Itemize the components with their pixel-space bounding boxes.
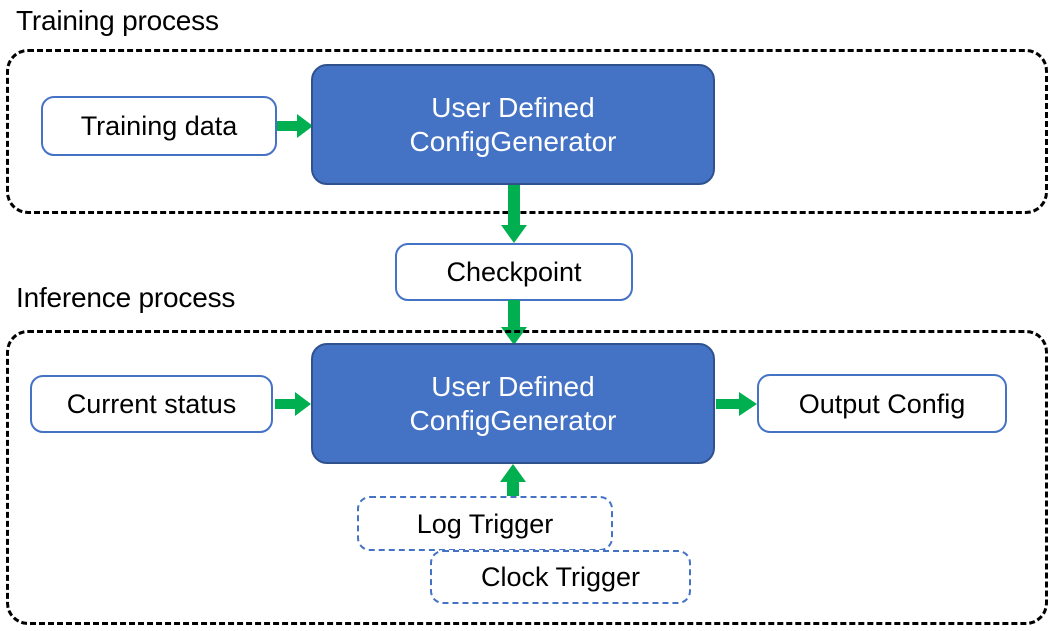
- arrow-training-data-to-generator: [277, 111, 317, 141]
- training-config-generator-node[interactable]: User Defined ConfigGenerator: [311, 64, 715, 185]
- training-process-container: [6, 49, 1048, 214]
- inference-generator-label-line2: ConfigGenerator: [409, 404, 617, 436]
- log-trigger-node[interactable]: Log Trigger: [357, 496, 613, 551]
- training-process-caption: Training process: [16, 5, 219, 36]
- inference-config-generator-node[interactable]: User Defined ConfigGenerator: [311, 343, 715, 464]
- training-data-node[interactable]: Training data: [41, 96, 277, 156]
- output-config-node[interactable]: Output Config: [757, 374, 1007, 433]
- inference-generator-label-line1: User Defined: [431, 370, 595, 402]
- arrow-current-status-to-generator: [275, 389, 315, 419]
- checkpoint-node[interactable]: Checkpoint: [395, 243, 633, 301]
- inference-process-caption: Inference process: [16, 282, 236, 313]
- inference-process-container: [6, 330, 1048, 625]
- clock-trigger-node[interactable]: Clock Trigger: [430, 550, 691, 604]
- arrow-triggers-to-generator: [499, 464, 529, 500]
- arrow-checkpoint-to-inference-generator: [500, 300, 530, 346]
- current-status-node[interactable]: Current status: [30, 375, 273, 433]
- arrow-generator-to-checkpoint: [500, 185, 530, 245]
- training-generator-label-line2: ConfigGenerator: [409, 125, 617, 157]
- arrow-generator-to-output-config: [716, 389, 761, 419]
- training-generator-label-line1: User Defined: [431, 91, 595, 123]
